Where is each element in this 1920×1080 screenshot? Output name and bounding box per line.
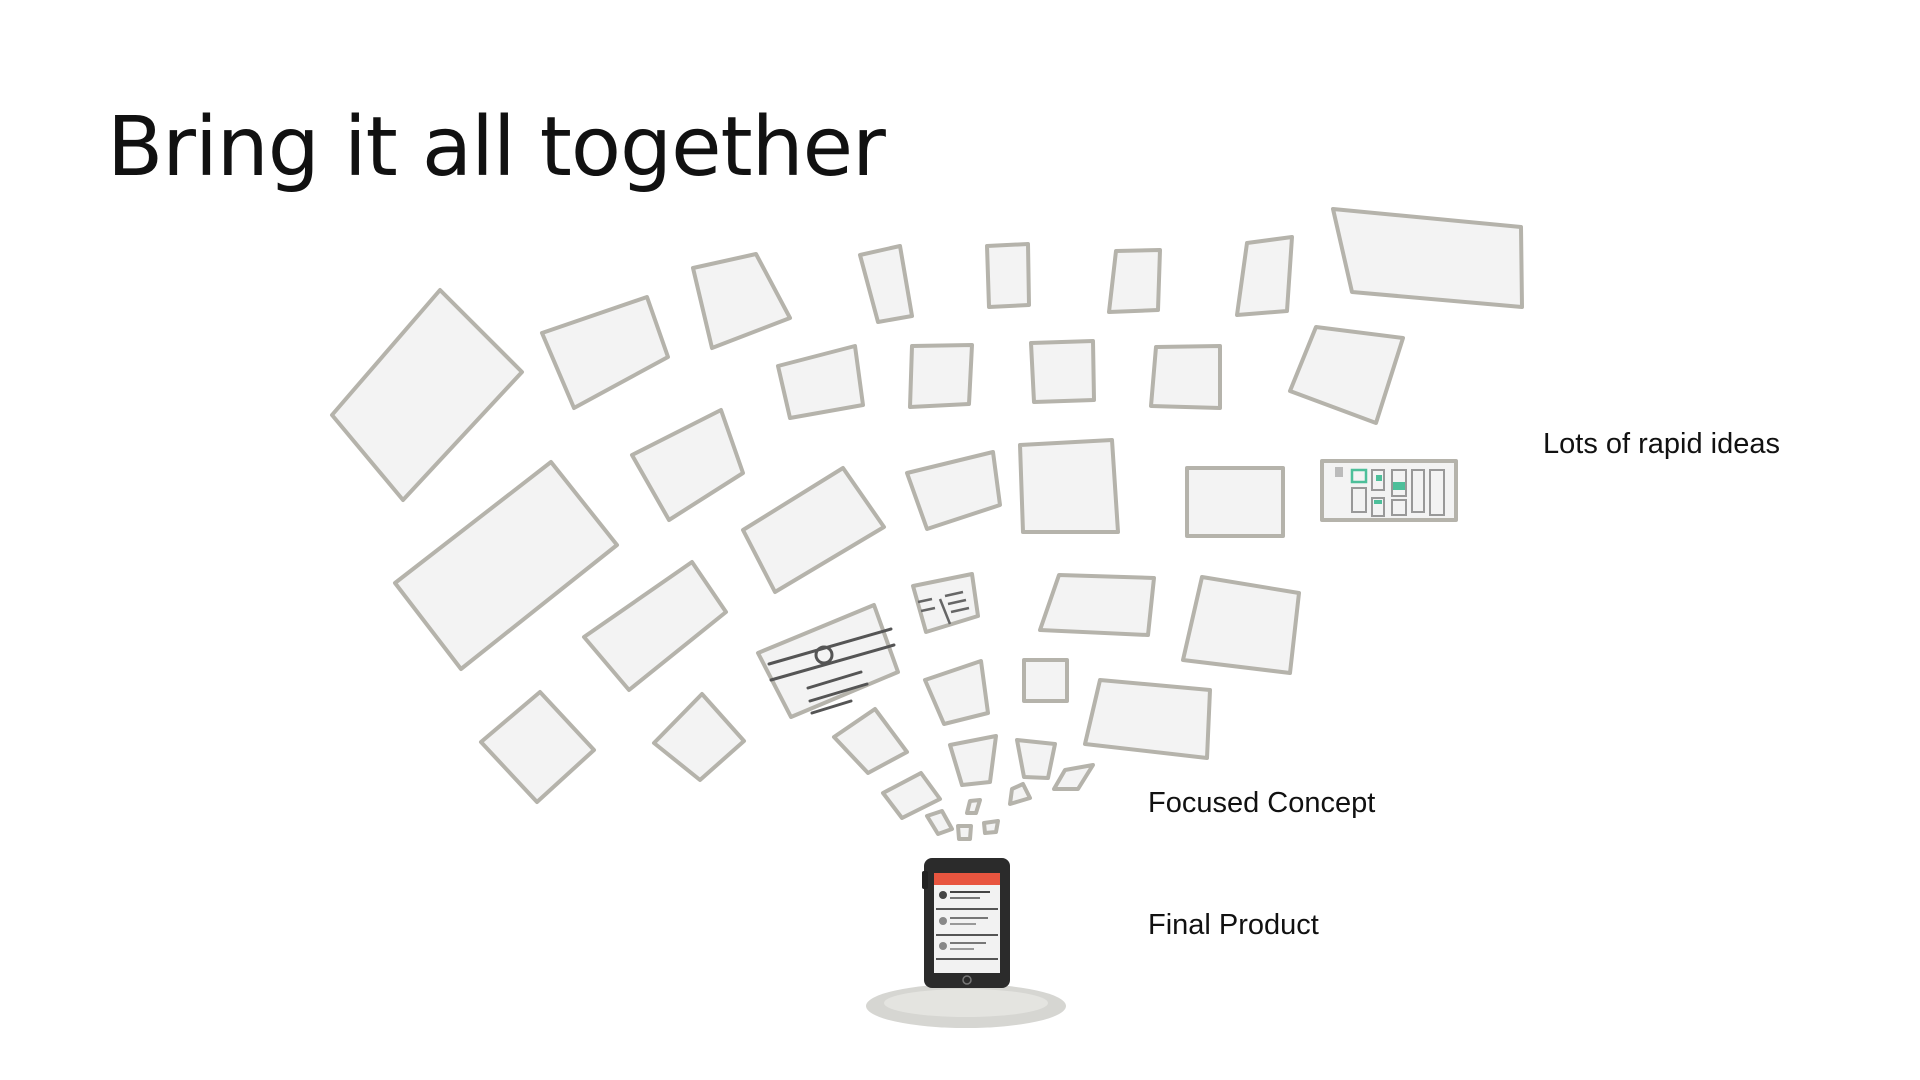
sketch-frame — [741, 466, 886, 594]
sketch-frame — [985, 242, 1031, 309]
sketch-frame — [652, 692, 746, 782]
sketch-frame — [1029, 339, 1096, 404]
sketch-frame — [1185, 466, 1285, 538]
sketch-frame — [1038, 573, 1156, 637]
sketch-frame — [1008, 782, 1032, 806]
label-focused-concept: Focused Concept — [1148, 787, 1376, 819]
sketch-frame — [965, 798, 982, 815]
label-final-product: Final Product — [1148, 909, 1319, 941]
slide-title: Bring it all together — [107, 100, 886, 195]
sketch-frame — [776, 344, 865, 420]
sketch-frame — [393, 460, 619, 671]
sketch-frame — [832, 707, 909, 775]
sketch-frame — [1331, 207, 1524, 309]
sketch-frame — [881, 771, 942, 820]
sketch-frame — [1288, 325, 1405, 425]
sketch-frame — [956, 824, 973, 841]
sketch-frame — [908, 343, 974, 409]
sketch-frame — [923, 659, 990, 726]
label-lots-of-rapid-ideas: Lots of rapid ideas — [1543, 428, 1780, 460]
sketch-frame — [540, 295, 670, 410]
sketch-frame — [1107, 248, 1162, 314]
wireframe-sketch-board — [1335, 467, 1445, 517]
sketch-frame — [1235, 235, 1294, 317]
sketch-frame — [905, 450, 1002, 531]
phone-illustration — [866, 858, 1066, 1028]
sketch-frame — [630, 408, 745, 522]
sketch-frame — [1018, 438, 1120, 534]
sketch-frame — [1181, 575, 1301, 675]
sketch-frame — [582, 560, 728, 692]
sketch-frame — [691, 252, 792, 350]
sketch-frame — [1022, 658, 1069, 703]
sketch-frame — [1320, 459, 1458, 522]
sketch-frame — [1052, 763, 1095, 791]
sketch-frame — [948, 734, 998, 787]
sketch-frame — [1015, 738, 1057, 780]
sketch-frame — [479, 690, 596, 804]
wireframe-sketch-book — [917, 590, 970, 625]
sketch-frame — [911, 572, 980, 634]
sketch-frame — [858, 244, 914, 324]
sketch-frame — [1149, 344, 1222, 410]
sketch-frame — [330, 288, 524, 502]
sketch-frame — [925, 809, 954, 836]
wireframe-sketch-article — [767, 627, 896, 715]
sketch-frame — [982, 819, 1000, 835]
sketch-frame — [1083, 678, 1212, 760]
